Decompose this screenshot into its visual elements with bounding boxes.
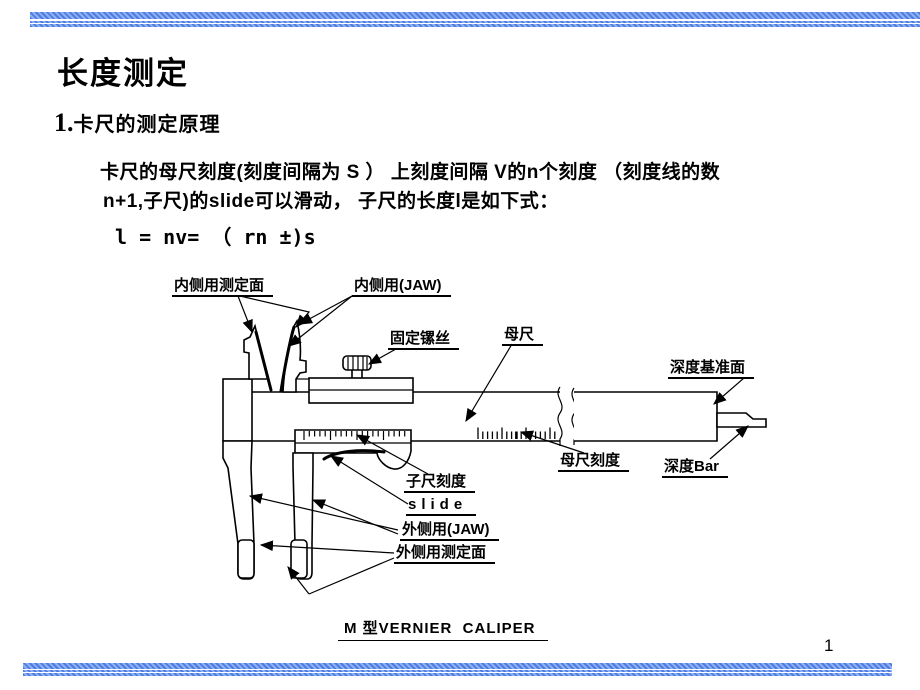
- top-bar-thick: [30, 12, 920, 19]
- label-locking-screw: 固定镙丝: [388, 330, 460, 351]
- inner-jaw-fixed-face: [254, 330, 273, 392]
- leader-inner-jaw-2: [288, 295, 353, 347]
- top-bar-base: [30, 24, 920, 27]
- leader-inner-face-1: [237, 295, 253, 334]
- leader-outer-face-2: [308, 557, 395, 595]
- top-bar-gap2: [30, 23, 920, 24]
- slider-vernier-box: [294, 429, 412, 470]
- label-outer-jaw: 外侧用(JAW): [400, 521, 499, 542]
- beam-break-left: [557, 386, 563, 446]
- body-text-line2: n+1,子尺)的slide可以滑动， 子尺的长度l是如下式：: [103, 191, 559, 212]
- bottom-accent-bar: [23, 663, 892, 676]
- bottom-bar-thick: [23, 663, 892, 669]
- label-main-scale-graduations: 母尺刻度: [558, 452, 630, 473]
- label-depth-reference-face: 深度基准面: [668, 359, 755, 380]
- vernier-scale-ticks: [303, 431, 406, 440]
- beam-right-block: [574, 391, 718, 442]
- leader-depth-bar: [709, 425, 749, 460]
- leader-outer-face-3: [287, 566, 310, 595]
- depth-bar-shape: [716, 412, 767, 428]
- formula: l = nv= （ rn ±)s: [115, 225, 316, 249]
- top-bar-thin: [30, 21, 920, 23]
- leader-vernier-graduations: [355, 434, 429, 475]
- label-vernier-graduations: 子尺刻度: [404, 473, 476, 494]
- fixed-body: [222, 378, 253, 442]
- section-number: 1.: [54, 108, 74, 137]
- body-text-line1: 卡尺的母尺刻度(刻度间隔为 S ） 上刻度间隔 V的n个刻度 （刻度线的数: [100, 162, 721, 183]
- top-accent-bar: [30, 12, 920, 27]
- inner-jaw-slider-face: [279, 325, 296, 393]
- bottom-bar-base: [23, 673, 892, 676]
- label-main-scale: 母尺: [502, 326, 544, 347]
- diagram-caption: M 型VERNIER CALIPER: [338, 617, 548, 641]
- bottom-bar-gap2: [23, 672, 892, 673]
- bottom-bar-thin: [23, 670, 892, 672]
- section-heading-text: 卡尺的测定原理: [73, 114, 221, 136]
- fixed-jaw-tip-face: [237, 539, 255, 579]
- leader-slide: [329, 455, 409, 505]
- slider-grip-arc: [322, 449, 386, 461]
- leader-outer-jaw-2: [311, 499, 399, 535]
- section-heading: 1. 卡尺的测定原理: [54, 108, 221, 138]
- bottom-bar-gap1: [23, 669, 892, 670]
- leader-outer-face-1: [259, 540, 395, 554]
- main-scale-ticks: [477, 427, 556, 439]
- page-title: 长度测定: [57, 56, 189, 91]
- label-slide: slide: [406, 496, 477, 517]
- screw-knurling: [347, 356, 368, 370]
- leader-depth-reference: [713, 377, 745, 405]
- label-outer-measuring-face: 外侧用测定面: [394, 544, 496, 565]
- slider-jaw-tip-face: [290, 539, 308, 579]
- label-inner-jaw: 内侧用(JAW): [352, 277, 451, 298]
- leader-main-scale: [465, 343, 513, 423]
- leader-main-graduations: [519, 430, 585, 454]
- leader-locking-screw: [367, 348, 397, 365]
- label-inner-measuring-face: 内侧用测定面: [172, 277, 274, 298]
- page-number: 1: [824, 636, 834, 655]
- leader-inner-jaw-1: [298, 295, 353, 325]
- top-bar-gap1: [30, 19, 920, 21]
- label-depth-bar: 深度Bar: [662, 458, 729, 479]
- leader-inner-face-2: [239, 295, 311, 328]
